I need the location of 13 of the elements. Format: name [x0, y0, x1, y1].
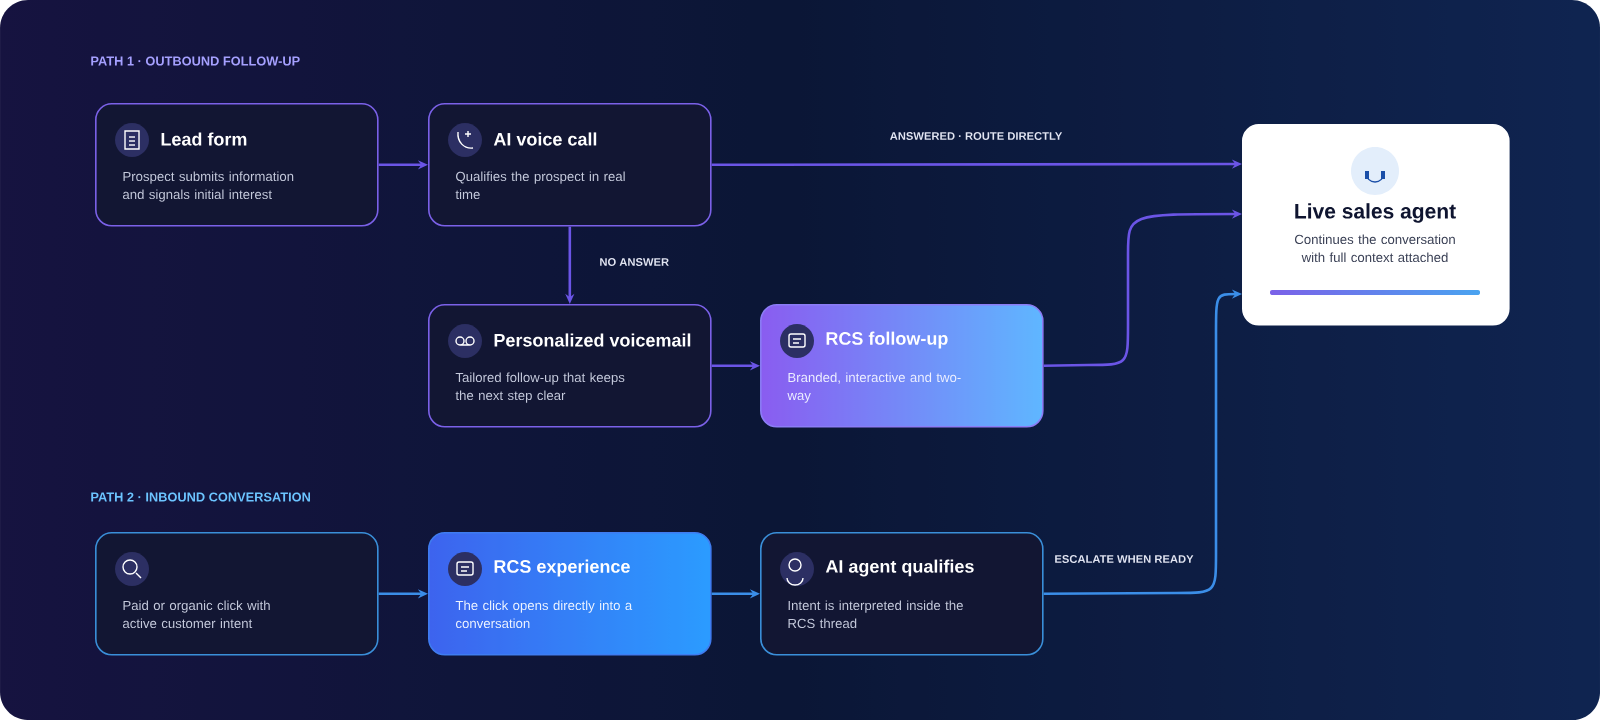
process-box: AI agent qualifies Intent is interpreted inside the RCS thread: [760, 532, 1044, 656]
process-box: Lead form Prospect submits information and signals initial interest: [95, 103, 379, 227]
process-box: RCS experience The click opens directly into a conversation: [428, 532, 712, 656]
edge-label: ESCALATE WHEN READY: [1055, 555, 1194, 563]
edge-label: ANSWERED · ROUTE DIRECTLY: [890, 132, 1063, 140]
process-box: Live sales agent Continues the conversation with full context attached: [1242, 124, 1510, 326]
process-box: Paid or organic click with active customer intent: [95, 532, 379, 656]
section-label: PATH 2 · INBOUND CONVERSATION: [91, 492, 310, 502]
section-label: PATH 1 · OUTBOUND FOLLOW-UP: [91, 56, 300, 66]
edge-label: NO ANSWER: [600, 258, 669, 266]
process-box: Personalized voicemail Tailored follow-up that keeps the next step clear: [428, 304, 712, 428]
process-box: AI voice call Qualifies the prospect in real time: [428, 103, 712, 227]
process-box: RCS follow-up Branded, interactive and two-way: [760, 304, 1044, 428]
